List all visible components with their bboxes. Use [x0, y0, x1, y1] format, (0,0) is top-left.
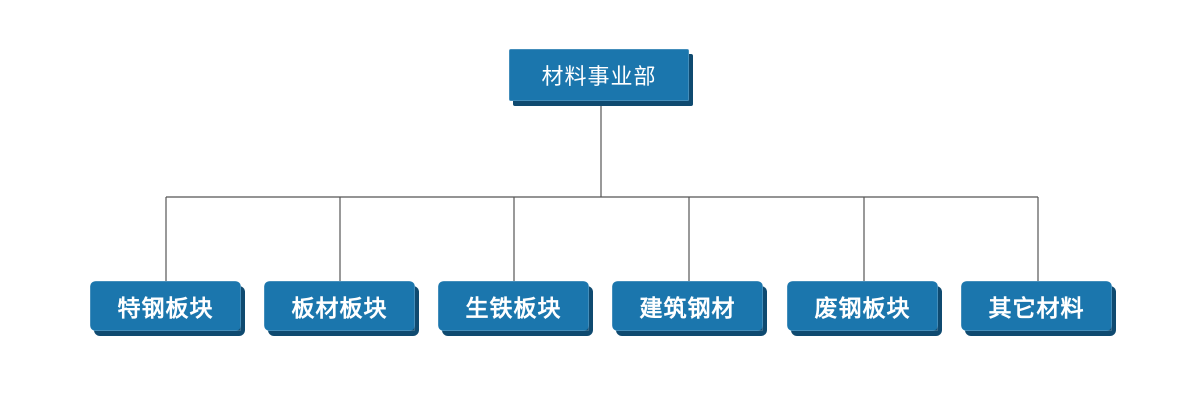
child-node-label: 废钢板块 — [814, 296, 911, 322]
child-node-label: 建筑钢材 — [639, 296, 736, 322]
child-node-2: 板材板块 — [264, 281, 415, 331]
child-node-6: 其它材料 — [961, 281, 1112, 331]
child-node-label: 生铁板块 — [465, 296, 562, 322]
root-node: 材料事业部 — [509, 49, 689, 101]
child-node-4: 建筑钢材 — [612, 281, 763, 331]
child-node-3: 生铁板块 — [438, 281, 589, 331]
child-node-label: 特钢板块 — [117, 296, 214, 322]
child-node-1: 特钢板块 — [90, 281, 241, 331]
child-node-5: 废钢板块 — [787, 281, 938, 331]
child-node-label: 板材板块 — [291, 296, 388, 322]
child-node-label: 其它材料 — [988, 296, 1085, 322]
root-node-label: 材料事业部 — [541, 65, 657, 90]
